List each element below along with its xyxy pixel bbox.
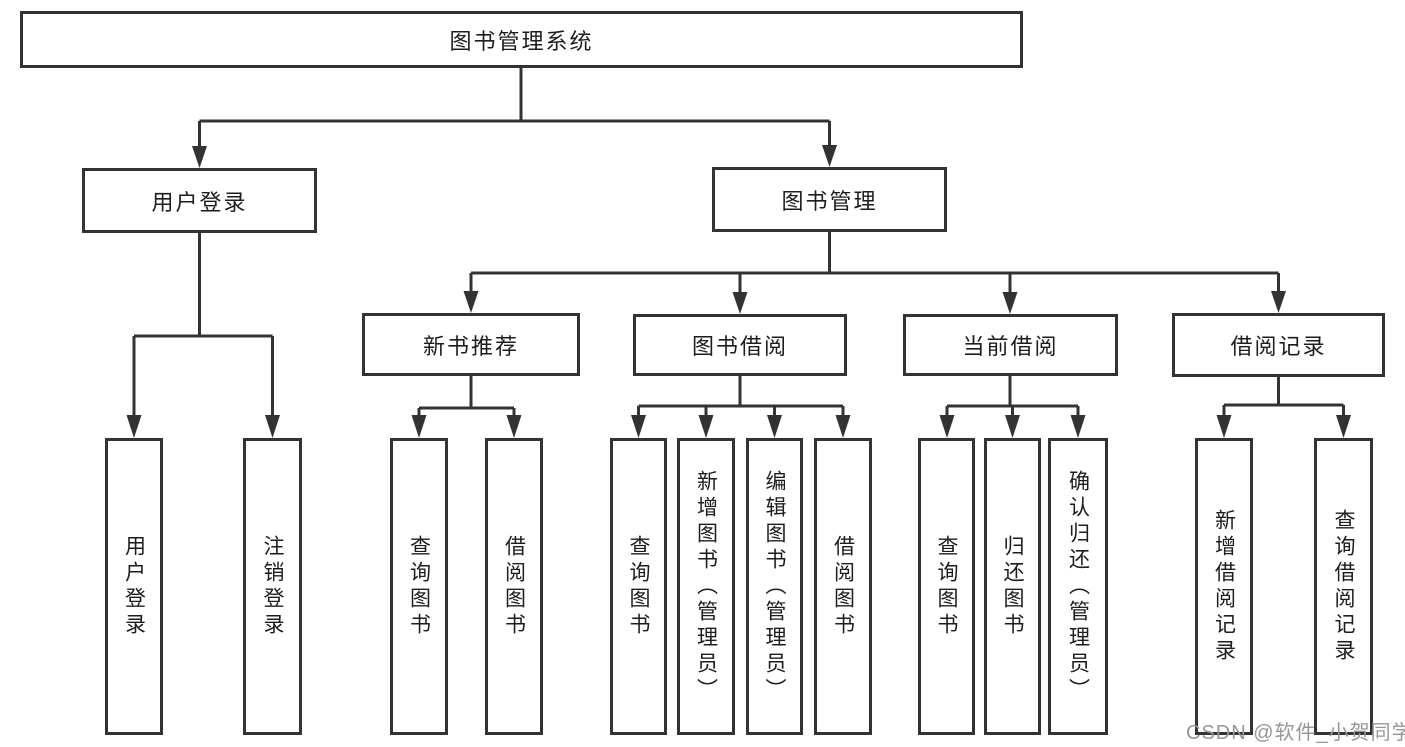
node-label: 查询图书 bbox=[627, 534, 650, 639]
leaf-query-book-3: 查询图书 bbox=[918, 438, 975, 735]
node-label: 图书管理 bbox=[781, 188, 878, 214]
node-label: 新增图书（管理员） bbox=[694, 469, 718, 704]
node-label: 新书推荐 bbox=[422, 333, 519, 359]
node-label: 归还图书 bbox=[1001, 534, 1024, 639]
node-label: 查询图书 bbox=[935, 534, 958, 639]
leaf-confirm-return-admin: 确认归还（管理员） bbox=[1048, 438, 1108, 735]
node-book-management: 图书管理 bbox=[712, 167, 947, 232]
node-new-book-recommend: 新书推荐 bbox=[362, 313, 580, 376]
node-label: 新增借阅记录 bbox=[1212, 508, 1236, 665]
node-label: 用户登录 bbox=[122, 534, 146, 639]
node-label: 借阅图书 bbox=[502, 534, 526, 639]
arrowheads bbox=[126, 145, 1351, 438]
node-label: 借阅图书 bbox=[831, 534, 855, 639]
leaf-add-book-admin: 新增图书（管理员） bbox=[677, 438, 735, 735]
csdn-watermark: CSDN @软件_小贺同学 bbox=[1186, 722, 1405, 744]
node-label: 确认归还（管理员） bbox=[1066, 469, 1090, 704]
leaf-add-borrow-record: 新增借阅记录 bbox=[1195, 438, 1253, 735]
leaf-borrow-book-1: 借阅图书 bbox=[485, 438, 543, 735]
node-root: 图书管理系统 bbox=[20, 11, 1023, 68]
node-label: 查询借阅记录 bbox=[1332, 508, 1355, 665]
node-label: 用户登录 bbox=[151, 189, 248, 215]
node-label: 注销登录 bbox=[261, 534, 284, 639]
node-label: 查询图书 bbox=[407, 534, 431, 639]
node-borrow-records: 借阅记录 bbox=[1172, 313, 1385, 377]
node-label: 当前借阅 bbox=[962, 334, 1059, 359]
leaf-query-book-1: 查询图书 bbox=[390, 438, 448, 735]
node-label: 借阅记录 bbox=[1230, 334, 1327, 359]
leaf-user-login: 用户登录 bbox=[105, 438, 163, 735]
node-current-borrow: 当前借阅 bbox=[903, 314, 1118, 376]
node-user-login: 用户登录 bbox=[82, 168, 317, 233]
leaf-query-borrow-record: 查询借阅记录 bbox=[1314, 438, 1373, 735]
leaf-edit-book-admin: 编辑图书（管理员） bbox=[746, 438, 803, 735]
node-label: 图书管理系统 bbox=[449, 28, 594, 54]
leaf-query-book-2: 查询图书 bbox=[610, 438, 667, 735]
leaf-logout: 注销登录 bbox=[243, 438, 302, 735]
leaf-borrow-book-2: 借阅图书 bbox=[814, 438, 872, 735]
node-label: 图书借阅 bbox=[691, 334, 788, 359]
node-book-borrow: 图书借阅 bbox=[633, 314, 847, 376]
node-label: 编辑图书（管理员） bbox=[763, 469, 786, 704]
leaf-return-book: 归还图书 bbox=[984, 438, 1041, 735]
